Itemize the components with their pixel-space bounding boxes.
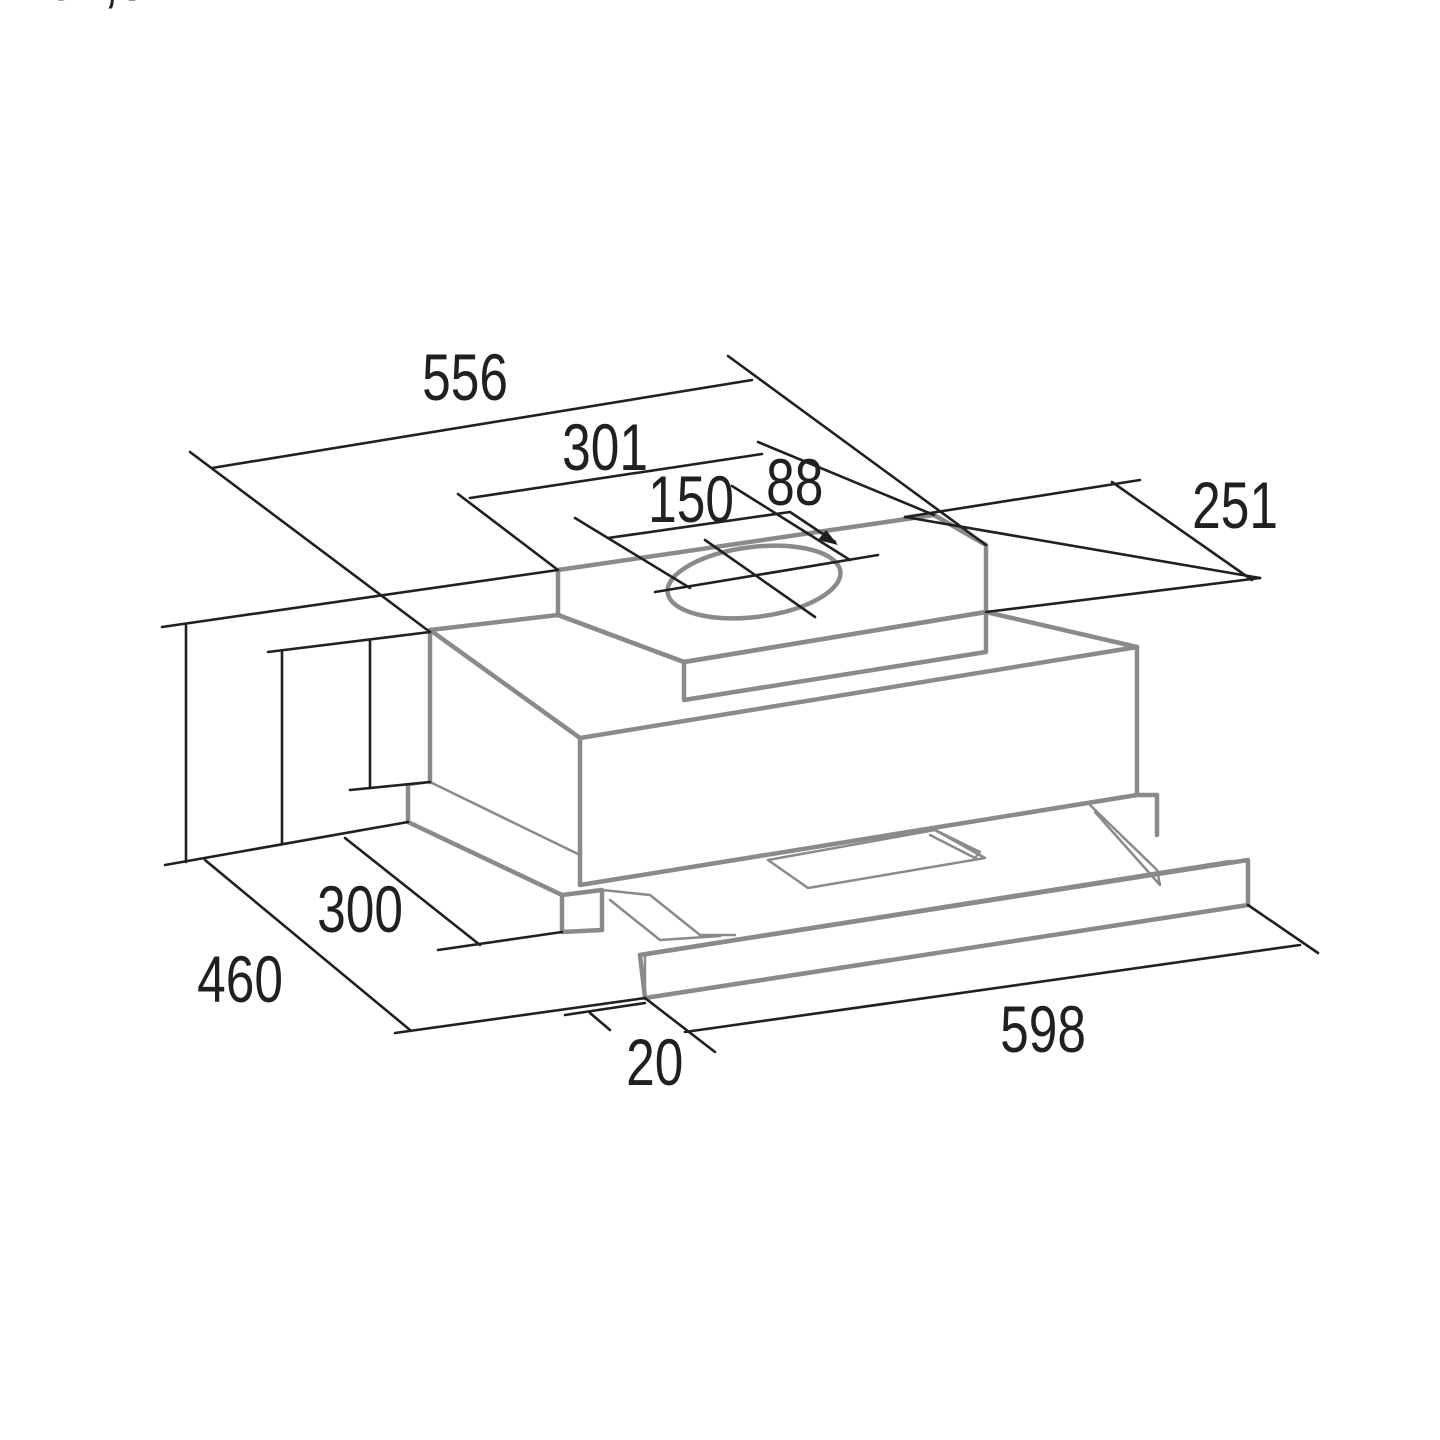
label-251: 251 xyxy=(1192,468,1278,543)
dim-598-ext-right xyxy=(1246,903,1320,955)
dim-251-line xyxy=(903,515,1262,580)
dim-300-ext xyxy=(436,930,564,952)
dim-300-line xyxy=(343,836,482,947)
tray-cutout xyxy=(766,828,987,890)
dim-150-line xyxy=(606,510,792,540)
duct-box-edge xyxy=(555,609,989,665)
dim-301-ext-right xyxy=(756,440,936,517)
duct-box-front xyxy=(681,609,989,703)
label-221-5: 221,5 xyxy=(18,0,147,14)
label-556: 556 xyxy=(422,340,508,415)
dim-598-ext-left xyxy=(643,996,717,1054)
label-150: 150 xyxy=(648,462,734,537)
tray-left-runner-2 xyxy=(608,898,722,942)
housing-top-left xyxy=(427,612,561,633)
label-300: 300 xyxy=(317,872,403,947)
dim-598-line xyxy=(683,943,1302,1034)
dim-221-ext-top xyxy=(160,568,560,629)
dim-460-ext xyxy=(393,996,647,1035)
tray-cutout-inner xyxy=(928,828,982,860)
dim-20-ext xyxy=(563,1001,647,1017)
label-88: 88 xyxy=(766,445,823,520)
right-rail-runner xyxy=(1088,803,1162,887)
label-141-5: 141,5 xyxy=(18,0,147,14)
dimension-lines xyxy=(160,354,1320,1054)
dim-150-ext-left xyxy=(573,516,692,590)
dim-251-upper xyxy=(903,478,1142,519)
outlet-centerline-d xyxy=(703,538,817,619)
outlet-centerline-h xyxy=(653,553,880,594)
dim-181-ext-top xyxy=(266,630,432,654)
label-301: 301 xyxy=(562,410,648,485)
hood-body xyxy=(405,512,1251,1001)
dim-556-ext-left xyxy=(188,450,432,634)
dim-88-arrow xyxy=(818,530,838,545)
dim-556-ext-right xyxy=(726,354,988,547)
dim-251-lower xyxy=(984,576,1262,614)
tray-left-runner xyxy=(600,888,737,937)
label-181-5: 181,5 xyxy=(18,0,147,14)
dim-141-ext-bottom xyxy=(348,780,432,792)
dim-221-ext-bottom xyxy=(163,820,410,867)
outlet-circle xyxy=(665,543,843,621)
dim-460-line xyxy=(203,858,412,1032)
dimension-labels: 556 301 150 88 251 221,5 181,5 141,5 300… xyxy=(18,0,1278,1099)
dim-301-line xyxy=(468,452,764,500)
dim-301-ext-left xyxy=(456,492,560,572)
label-598: 598 xyxy=(1000,992,1086,1067)
dim-556-line xyxy=(210,378,754,470)
housing-top-right xyxy=(983,609,1140,650)
right-rail xyxy=(1134,792,1160,838)
dim-20-leader xyxy=(588,1011,612,1032)
housing-front-face xyxy=(577,644,1140,888)
left-rail-top xyxy=(406,780,582,857)
label-460: 460 xyxy=(197,942,283,1017)
dim-150-ext-right xyxy=(730,484,852,562)
front-panel-top xyxy=(637,859,1233,958)
label-20: 20 xyxy=(626,1025,683,1100)
dim-251-diag xyxy=(1110,480,1254,582)
